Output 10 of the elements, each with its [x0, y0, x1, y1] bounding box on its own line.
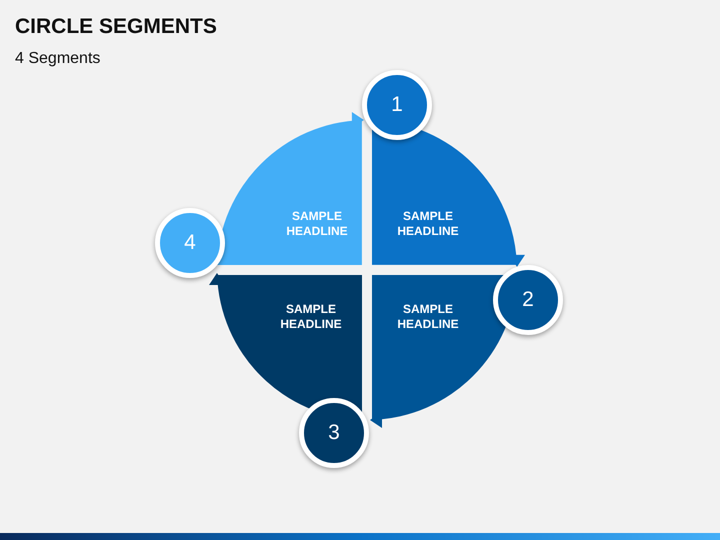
subtitle: 4 Segments	[15, 50, 100, 68]
segment-headline: SAMPLE HEADLINE	[396, 302, 460, 332]
numbered-circle: 3	[299, 398, 369, 468]
numbered-circle: 1	[362, 70, 432, 140]
segment-headline: SAMPLE HEADLINE	[279, 302, 343, 332]
segment-headline: SAMPLE HEADLINE	[396, 208, 460, 239]
numbered-circle: 4	[155, 208, 225, 278]
title: CIRCLE SEGMENTS	[15, 15, 217, 39]
segment-headline: SAMPLE HEADLINE	[285, 209, 349, 239]
numbered-circle: 2	[493, 265, 563, 335]
